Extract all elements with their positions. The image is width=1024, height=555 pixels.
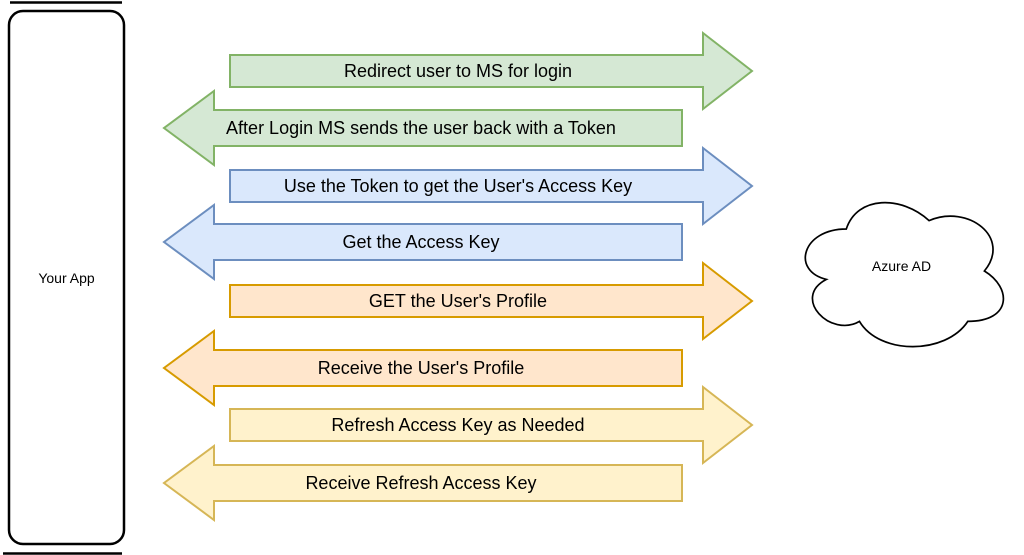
arrow-label: Receive Refresh Access Key: [305, 473, 536, 493]
flow-arrow-redirect-login: Redirect user to MS for login: [229, 30, 754, 112]
arrow-label: Redirect user to MS for login: [344, 61, 572, 81]
right-arrow-shape: [229, 384, 754, 466]
right-arrow-shape: [229, 145, 754, 227]
arrow-label: Use the Token to get the User's Access K…: [284, 176, 632, 196]
left-arrow-shape: [162, 444, 683, 522]
arrow-label: GET the User's Profile: [369, 291, 547, 311]
left-arrow-shape: [162, 89, 683, 167]
your-app-label: Your App: [38, 270, 95, 286]
azure-ad-cloud: [804, 201, 1005, 348]
arrow-label: Refresh Access Key as Needed: [331, 415, 584, 435]
flow-arrow-get-profile: GET the User's Profile: [229, 260, 754, 342]
your-app-box: [7, 9, 126, 546]
flow-arrow-refresh-key: Refresh Access Key as Needed: [229, 384, 754, 466]
left-arrow-shape: [162, 329, 683, 407]
right-arrow-shape: [229, 30, 754, 112]
flow-arrow-use-token: Use the Token to get the User's Access K…: [229, 145, 754, 227]
flow-arrow-get-access-key: Get the Access Key: [162, 203, 683, 281]
your-app-node: Your App: [7, 9, 126, 546]
flow-arrow-receive-refresh-key: Receive Refresh Access Key: [162, 444, 683, 522]
flow-arrow-receive-profile: Receive the User's Profile: [162, 329, 683, 407]
azure-ad-label: Azure AD: [872, 258, 931, 274]
arrow-label: Get the Access Key: [342, 232, 499, 252]
right-arrow-shape: [229, 260, 754, 342]
azure-ad-node: Azure AD: [804, 201, 1005, 348]
flow-arrow-token-return: After Login MS sends the user back with …: [162, 89, 683, 167]
arrow-label: Receive the User's Profile: [318, 358, 525, 378]
left-arrow-shape: [162, 203, 683, 281]
arrow-label: After Login MS sends the user back with …: [226, 118, 616, 138]
